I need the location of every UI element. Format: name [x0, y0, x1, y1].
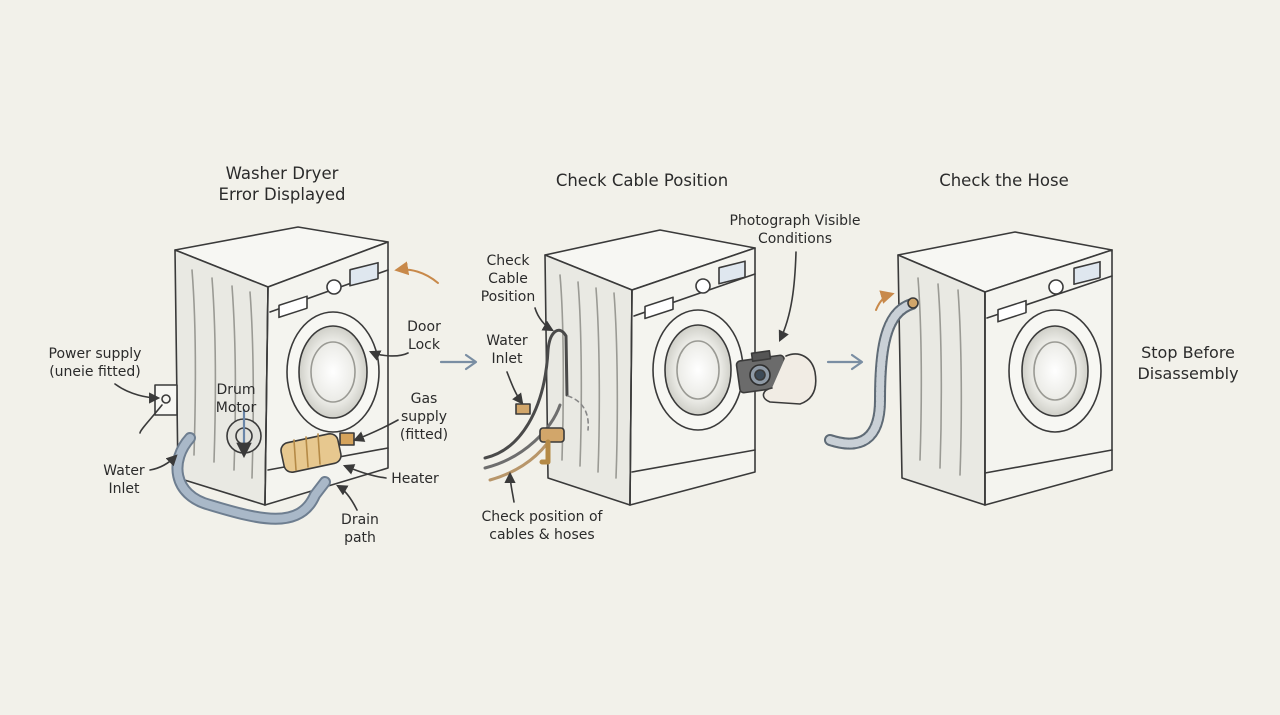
- label-heater: Heater: [391, 471, 439, 487]
- flow-arrow-icon: [826, 353, 864, 371]
- label-power-supply: Power supply (uneie fitted): [48, 346, 142, 380]
- label-check-cable-position: Check Cable Position: [480, 253, 536, 305]
- power-socket-icon: [139, 384, 178, 434]
- label-water-inlet: Water Inlet: [103, 463, 145, 497]
- label-water-inlet-2: Water Inlet: [486, 333, 528, 367]
- label-drum-motor: Drum Motor: [215, 382, 257, 416]
- flow-arrow-icon: [439, 353, 478, 371]
- label-gas-supply: Gas supply (fitted): [399, 391, 449, 443]
- label-drain-path: Drain path: [341, 512, 379, 546]
- water-tap-icon: [515, 403, 565, 465]
- washing-machine-icon: [174, 226, 389, 506]
- label-door-lock: Door Lock: [407, 319, 441, 353]
- washing-machine-icon: [897, 231, 1113, 506]
- label-stop-before-disassembly: Stop Before Disassembly: [1137, 343, 1239, 383]
- label-photograph: Photograph Visible Conditions: [729, 213, 861, 247]
- drum-motor-icon: [226, 408, 262, 459]
- washing-machine-icon: [544, 229, 756, 506]
- label-check-position: Check position of cables & hoses: [481, 509, 603, 543]
- panel3-title: Check the Hose: [939, 171, 1069, 190]
- panel1-title: Washer Dryer Error Displayed: [218, 164, 346, 204]
- panel2-title: Check Cable Position: [555, 171, 729, 190]
- hand-icon: [762, 353, 817, 405]
